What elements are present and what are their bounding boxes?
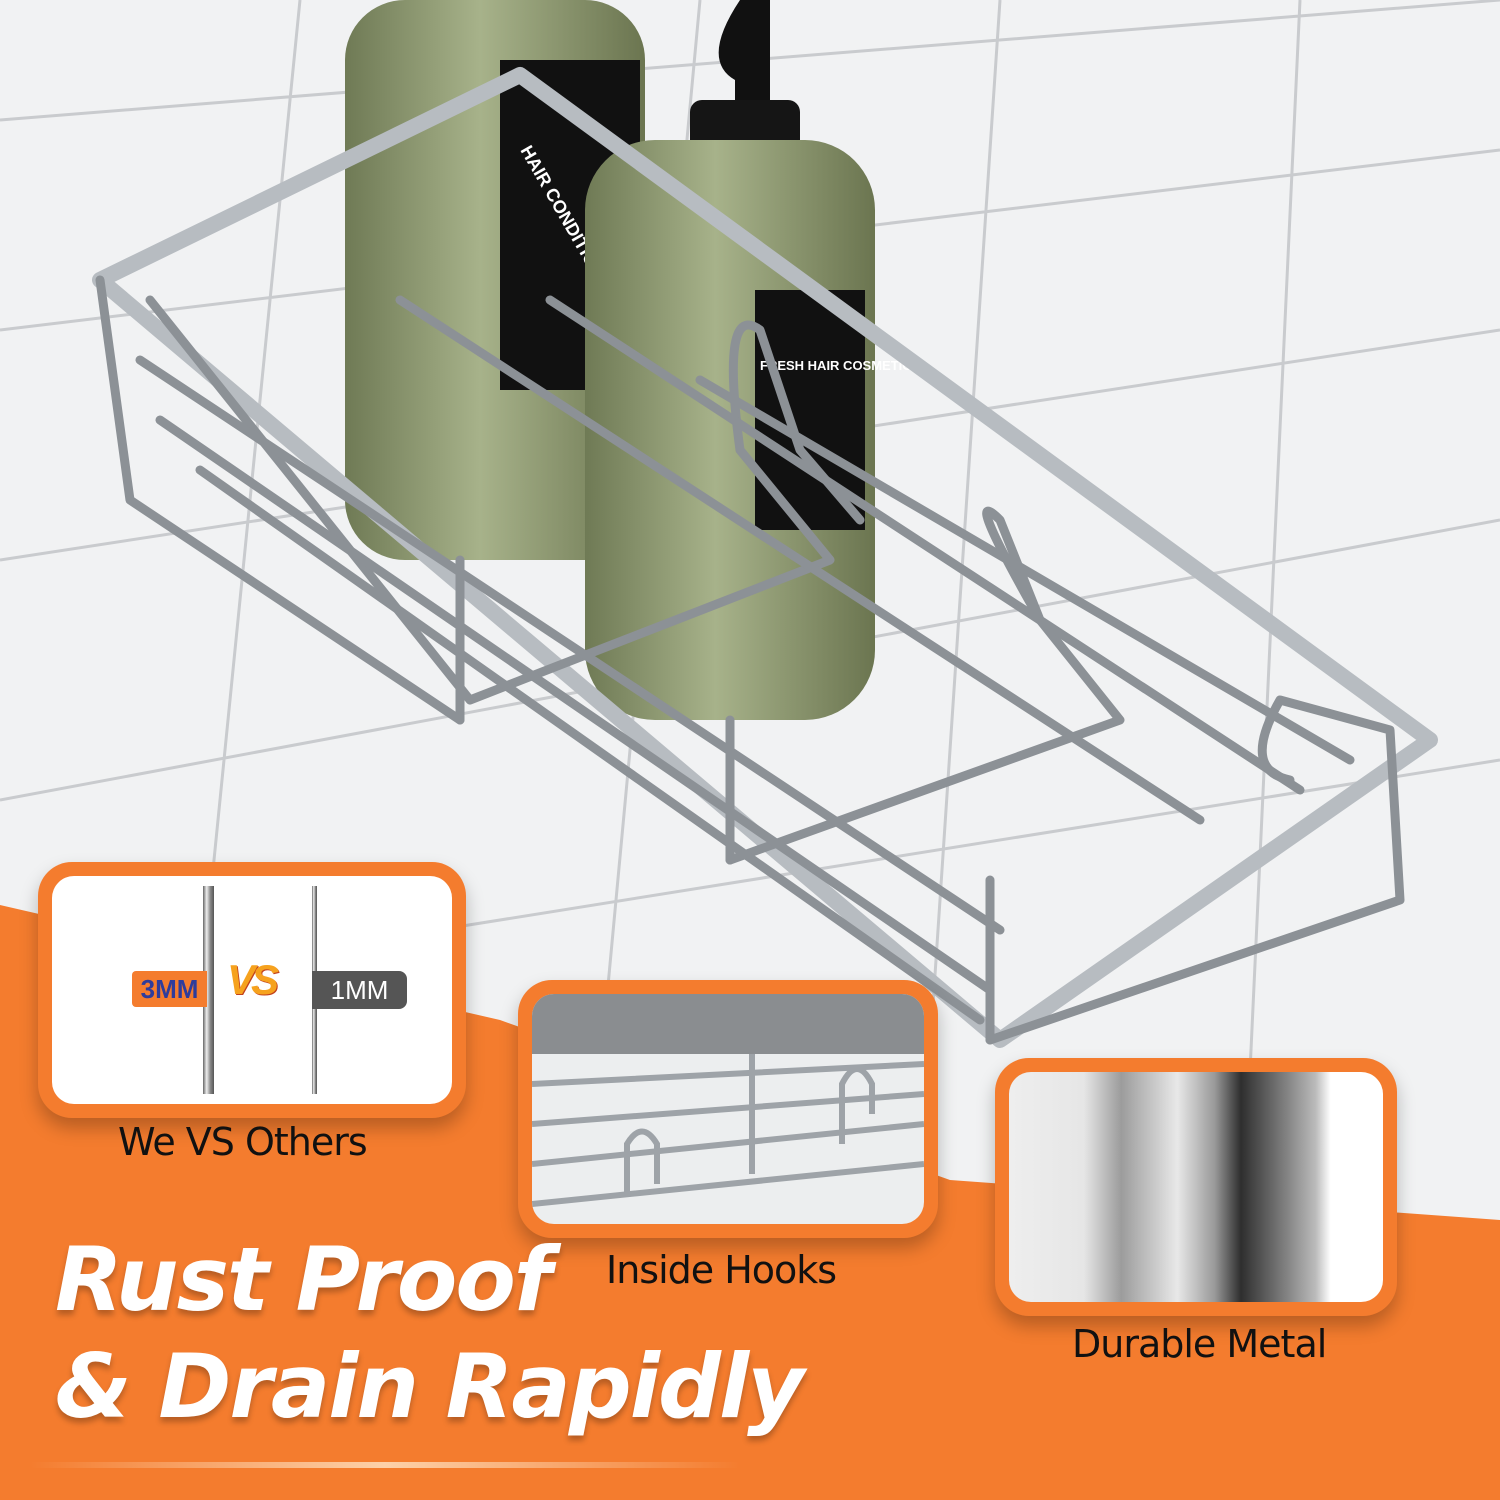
ours-thickness-badge: 3MM [132,971,207,1007]
headline-line-1: Rust Proof [55,1228,552,1331]
vs-badge: VS [227,956,279,1003]
thickness-comparison-card: 3MM VS 1MM [38,862,466,1118]
hooks-closeup-icon [532,994,924,1207]
inside-hooks-card [518,980,938,1238]
headline-underline [30,1462,740,1468]
comparison-caption: We VS Others [118,1120,368,1164]
durable-metal-image [1009,1072,1383,1302]
shower-caddy-basket [92,67,1438,1048]
bottle-brand-text: FRESH HAIR COSMETICS [760,358,921,373]
comparison-image: 3MM VS 1MM [52,876,452,1104]
durable-metal-card [995,1058,1397,1316]
inside-hooks-image [532,994,924,1224]
inside-hooks-caption: Inside Hooks [606,1248,837,1292]
durable-metal-caption: Durable Metal [1072,1322,1327,1366]
headline-line-2: & Drain Rapidly [55,1335,804,1438]
others-thickness-badge: 1MM [312,971,407,1009]
thick-rod-3mm [203,886,214,1094]
